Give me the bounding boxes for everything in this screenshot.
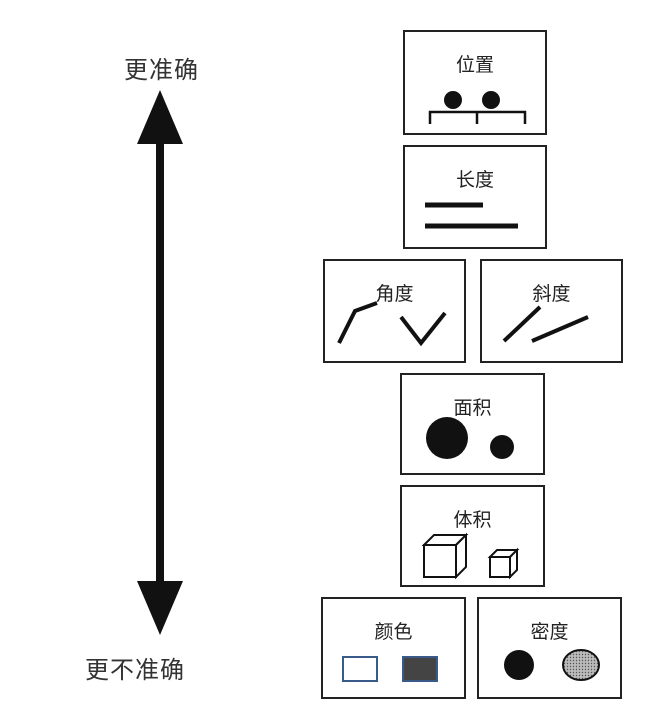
density-card: 密度 <box>477 597 622 699</box>
length-card: 长度 <box>403 145 547 249</box>
position-card: 位置 <box>403 30 547 135</box>
more-accurate-label: 更准确 <box>124 56 199 84</box>
density-circles-icon <box>504 649 600 681</box>
length-title: 长度 <box>455 169 494 191</box>
less-accurate-label: 更不准确 <box>85 656 185 684</box>
color-swatches-icon <box>342 656 438 682</box>
angle-title: 角度 <box>375 283 414 305</box>
slope-glyph-icon <box>502 305 589 343</box>
color-title: 颜色 <box>374 621 413 643</box>
angle-glyph-icon <box>337 301 447 347</box>
volume-card: 体积 <box>400 485 545 587</box>
area-circles-icon <box>426 417 514 459</box>
position-glyph-icon <box>428 91 527 124</box>
angle-card: 角度 <box>323 259 466 363</box>
slope-card: 斜度 <box>480 259 623 363</box>
position-title: 位置 <box>455 54 494 76</box>
color-card: 颜色 <box>321 597 466 699</box>
slope-title: 斜度 <box>532 283 571 305</box>
volume-title: 体积 <box>453 509 492 531</box>
density-title: 密度 <box>530 621 569 643</box>
volume-cubes-icon <box>421 532 520 580</box>
double-arrow-icon <box>137 90 183 635</box>
area-title: 面积 <box>453 397 492 419</box>
length-lines-icon <box>425 202 518 229</box>
area-card: 面积 <box>400 373 545 475</box>
